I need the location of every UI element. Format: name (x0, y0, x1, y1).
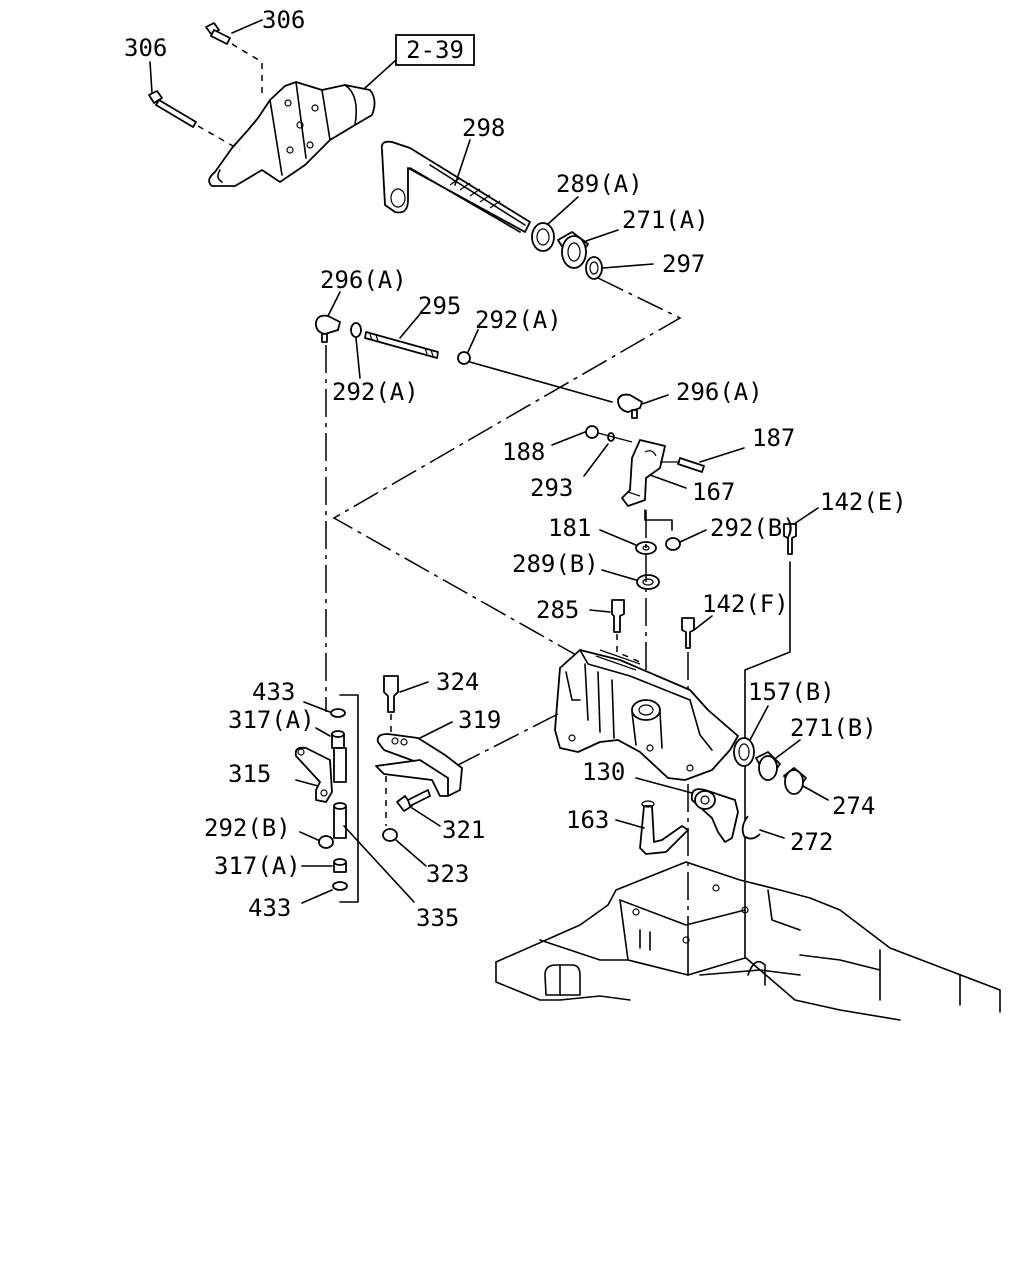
o-ring-433-bottom[interactable] (332, 881, 348, 891)
bracket-319[interactable] (375, 733, 463, 797)
oil-seal-289A[interactable] (531, 222, 555, 252)
label-142E: 142(E) (820, 488, 907, 516)
label-317A-bottom: 317(A) (214, 852, 301, 880)
label-289A: 289(A) (556, 170, 643, 198)
label-130: 130 (582, 758, 625, 786)
o-ring-433-top[interactable] (330, 708, 346, 718)
nut-292B-right[interactable] (665, 537, 681, 551)
reference-box-label: 2-39 (406, 36, 464, 64)
label-296A-right: 296(A) (676, 378, 763, 406)
shift-bracket-housing[interactable] (554, 649, 739, 781)
bolt-321[interactable] (396, 789, 431, 812)
chassis-frame (495, 861, 1001, 1021)
plug-285[interactable] (611, 599, 625, 633)
label-274: 274 (832, 792, 875, 820)
bushing-271A[interactable] (557, 231, 589, 269)
label-272: 272 (790, 828, 833, 856)
label-298: 298 (462, 114, 505, 142)
nut-323[interactable] (382, 828, 398, 842)
label-271A: 271(A) (622, 206, 709, 234)
label-306-top: 306 (262, 6, 305, 34)
bolt-142F[interactable] (681, 617, 695, 649)
ring-297[interactable] (585, 256, 603, 280)
label-289B: 289(B) (512, 550, 599, 578)
label-188: 188 (502, 438, 545, 466)
lever-167[interactable] (621, 439, 666, 507)
bolt-142E[interactable] (783, 523, 797, 555)
label-292A-left: 292(A) (332, 378, 419, 406)
shift-lever-130[interactable] (690, 788, 739, 843)
oil-seal-157B[interactable] (733, 737, 755, 767)
ball-joint-296A-right[interactable] (617, 393, 643, 419)
reference-box[interactable]: 2-39 (395, 34, 475, 66)
label-297: 297 (662, 250, 705, 278)
snap-ring-272[interactable] (741, 815, 761, 840)
label-321: 321 (442, 816, 485, 844)
transmission-case (208, 81, 376, 187)
pin-187[interactable] (677, 457, 705, 473)
nut-292A-right[interactable] (457, 351, 471, 365)
label-296A-top: 296(A) (320, 266, 407, 294)
label-433-bottom: 433 (248, 894, 291, 922)
label-323: 323 (426, 860, 469, 888)
label-315: 315 (228, 760, 271, 788)
label-181: 181 (548, 514, 591, 542)
bushing-317A-top[interactable] (331, 730, 345, 749)
linkage-rod-295[interactable] (364, 331, 439, 359)
label-142F: 142(F) (702, 590, 789, 618)
cap-274[interactable] (783, 767, 807, 795)
bushing-317A-bottom[interactable] (333, 858, 347, 873)
nut-188[interactable] (585, 425, 599, 439)
label-285: 285 (536, 596, 579, 624)
shift-shaft-298[interactable] (380, 140, 531, 233)
label-292B-right: 292(B) (710, 514, 797, 542)
label-306-left: 306 (124, 34, 167, 62)
bolt-306-top[interactable] (205, 22, 263, 96)
label-187: 187 (752, 424, 795, 452)
oil-seal-289B[interactable] (636, 574, 660, 590)
label-324: 324 (436, 668, 479, 696)
bushing-271B[interactable] (755, 751, 781, 781)
ball-joint-296A-left[interactable] (315, 314, 341, 343)
label-433-top: 433 (252, 678, 295, 706)
bracket-163[interactable] (639, 800, 689, 855)
label-335: 335 (416, 904, 459, 932)
pin-335[interactable] (333, 802, 347, 839)
nut-292B-left[interactable] (318, 835, 334, 849)
label-167: 167 (692, 478, 735, 506)
nut-292A-left[interactable] (350, 322, 362, 338)
label-157B: 157(B) (748, 678, 835, 706)
label-295: 295 (418, 292, 461, 320)
bolt-306-left[interactable] (148, 90, 241, 151)
bolt-324[interactable] (383, 675, 399, 713)
label-317A-top: 317(A) (228, 706, 315, 734)
label-292A-right: 292(A) (475, 306, 562, 334)
arm-315[interactable] (294, 746, 347, 803)
label-293: 293 (530, 474, 573, 502)
label-271B: 271(B) (790, 714, 877, 742)
label-292B-left: 292(B) (204, 814, 291, 842)
label-163: 163 (566, 806, 609, 834)
label-319: 319 (458, 706, 501, 734)
